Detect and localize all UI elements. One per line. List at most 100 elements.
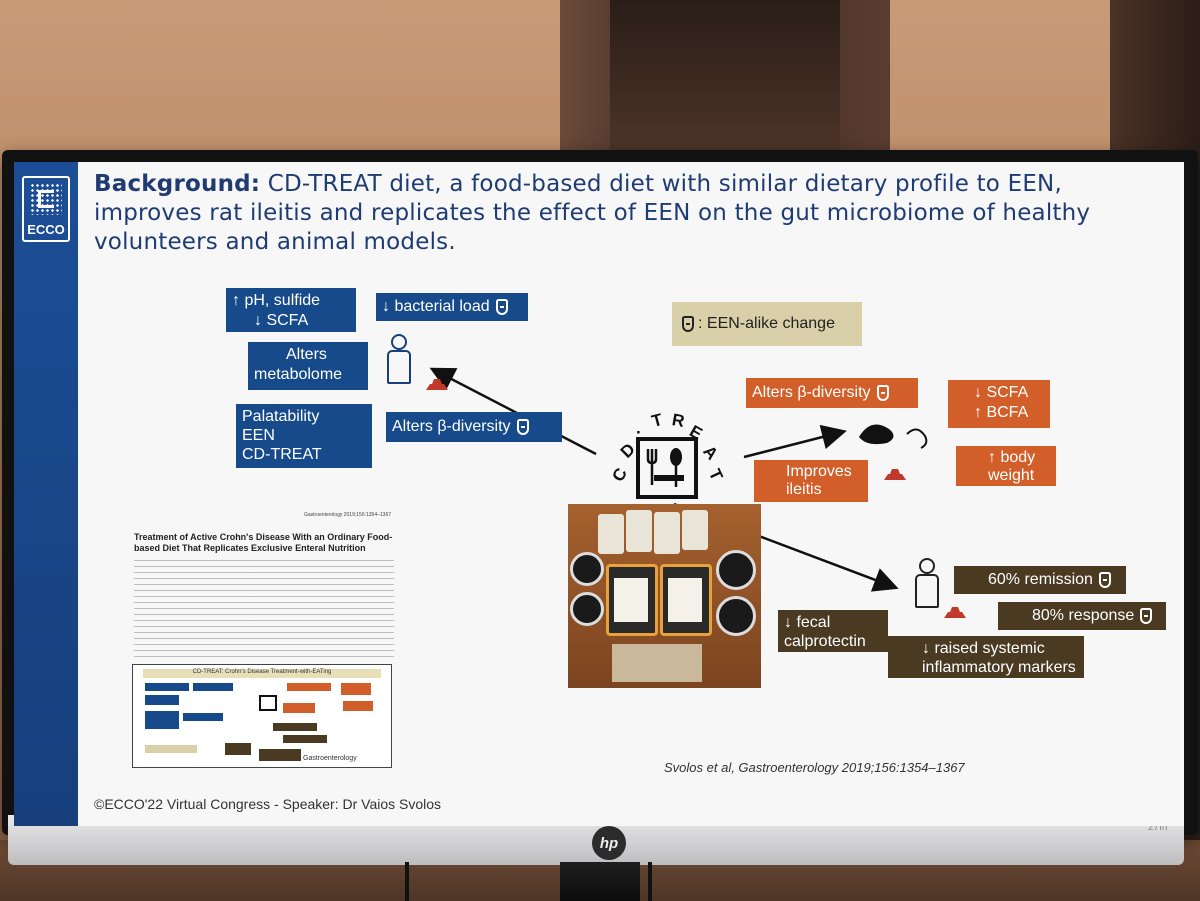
- mini-box: [145, 695, 179, 705]
- citation: Svolos et al, Gastroenterology 2019;156:…: [664, 760, 965, 775]
- monitor-stand: [560, 862, 640, 901]
- cd-treat-meals-photo: [568, 504, 761, 688]
- rat-beta-diversity-text: Alters β-diversity: [752, 384, 871, 401]
- paper-title: Treatment of Active Crohn's Disease With…: [134, 532, 393, 553]
- response-text: 80% response: [1032, 607, 1135, 624]
- mini-box: [341, 683, 371, 695]
- pill-icon: [495, 299, 508, 315]
- response-box: 80% response: [998, 602, 1166, 630]
- logo-letter: T: [649, 409, 665, 432]
- logo-letter: ·: [636, 423, 642, 442]
- bacterial-load-text: ↓ bacterial load: [382, 298, 490, 315]
- person-head: [919, 558, 935, 574]
- ileitis-line1: Improves: [786, 463, 852, 480]
- mini-box: [145, 711, 179, 729]
- paper-journal-citation: Gastroenterology 2019;156:1354–1367: [304, 512, 392, 518]
- mini-box: [283, 703, 315, 713]
- snack-pack: [626, 510, 652, 552]
- palatability-line1: Palatability: [242, 408, 320, 425]
- room-doorway: [610, 0, 840, 150]
- logo-letter: T: [704, 466, 727, 484]
- ph-sulfide-text: ↑ pH, sulfide: [232, 292, 321, 309]
- mini-box: [287, 683, 331, 691]
- cable: [648, 862, 652, 901]
- snack-pack: [654, 512, 680, 554]
- stool-icon: [884, 469, 906, 480]
- scfa-bcfa-box: ↓ SCFA ↑ BCFA: [948, 380, 1050, 428]
- hp-logo: hp: [592, 826, 626, 860]
- palatability-box: Palatability EEN CD-TREAT: [236, 404, 372, 468]
- mini-box: [145, 683, 189, 691]
- sealed-pot: [570, 552, 604, 586]
- pill-icon: [682, 316, 694, 332]
- plate-frame: [636, 437, 698, 499]
- presentation-slide: ECCO Background: CD-TREAT diet, a food-b…: [14, 162, 1184, 826]
- mini-box: [259, 749, 301, 761]
- sealed-pot: [716, 596, 756, 636]
- human-beta-diversity-box: Alters β-diversity: [386, 412, 562, 442]
- weight-line1: ↑ body: [988, 449, 1036, 466]
- human-beta-diversity-text: Alters β-diversity: [392, 418, 511, 435]
- slide-sidebar: ECCO: [14, 162, 78, 826]
- stool-icon: [944, 607, 966, 618]
- markers-line2: inflammatory markers: [922, 659, 1076, 676]
- ileitis-box: Improves ileitis: [754, 460, 868, 502]
- mini-box: [343, 701, 373, 711]
- ecco-logo-text: ECCO: [27, 222, 65, 237]
- weight-line2: weight: [988, 467, 1035, 484]
- snack-pack: [598, 514, 624, 554]
- snack-pack: [682, 510, 708, 550]
- palatability-line3: CD-TREAT: [242, 446, 322, 463]
- patient-person-icon: [910, 558, 942, 608]
- slide-title-bold: Background:: [94, 171, 261, 197]
- ecco-logo-grid: [30, 183, 62, 215]
- pill-icon: [1140, 608, 1153, 624]
- remission-text: 60% remission: [988, 571, 1093, 588]
- calprotectin-line1: ↓ fecal: [784, 614, 831, 631]
- person-body: [915, 574, 939, 608]
- calprotectin-line2: calprotectin: [784, 633, 866, 650]
- bread-pack: [612, 644, 702, 682]
- monitor-model-label: 27fh: [1148, 822, 1168, 833]
- mini-box: [283, 735, 327, 743]
- sealed-pot: [716, 550, 756, 590]
- slide-title-rest: CD-TREAT diet, a food-based diet with si…: [94, 171, 1091, 255]
- paper-graphical-abstract: CD-TREAT: Crohn's Disease Treatment-with…: [132, 664, 392, 768]
- sealed-pot: [570, 592, 604, 626]
- remission-box: 60% remission: [954, 566, 1126, 594]
- mini-box: [183, 713, 223, 721]
- rat-beta-diversity-box: Alters β-diversity: [746, 378, 918, 408]
- paper-author-lines: [134, 560, 394, 660]
- metabolome-line1: Alters: [286, 346, 327, 363]
- pill-icon: [1098, 572, 1111, 588]
- mini-logo: [259, 695, 277, 711]
- rat-icon: [859, 424, 894, 445]
- mini-box: [193, 683, 233, 691]
- meal-label: [668, 578, 702, 622]
- metabolome-box: Alters metabolome: [248, 342, 368, 390]
- person-icon: [382, 334, 414, 384]
- stool-icon: [426, 379, 448, 390]
- paper-thumbnail: Gastroenterology 2019;156:1354–1367 Trea…: [124, 512, 399, 777]
- palatability-line2: EEN: [242, 427, 275, 444]
- slide-footer: ©ECCO'22 Virtual Congress - Speaker: Dr …: [94, 796, 442, 812]
- mini-box: [273, 723, 317, 731]
- logo-letter: R: [670, 410, 686, 431]
- bacterial-load-box: ↓ bacterial load: [376, 293, 528, 321]
- meal-label: [614, 578, 648, 622]
- slide-title: Background: CD-TREAT diet, a food-based …: [94, 170, 1174, 257]
- mini-box: [225, 743, 251, 755]
- markers-line1: ↓ raised systemic: [922, 640, 1045, 657]
- legend-text: : EEN-alike change: [698, 315, 835, 332]
- person-head: [391, 334, 407, 350]
- paper-journal-name: Gastroenterology: [303, 755, 357, 762]
- mini-legend: [145, 745, 197, 753]
- legend-box: : EEN-alike change: [672, 302, 862, 346]
- ph-sulfide-box: ↑ pH, sulfide ↓ SCFA: [226, 288, 356, 332]
- rat-scfa-text: ↓ SCFA: [974, 384, 1029, 401]
- ecco-logo-mark: [38, 190, 54, 208]
- paper-figure-title: CD-TREAT: Crohn's Disease Treatment-with…: [143, 669, 381, 678]
- metabolome-line2: metabolome: [254, 366, 343, 383]
- logo-letter: A: [699, 441, 722, 464]
- cd-treat-logo: C D · T R E A T: [608, 407, 727, 502]
